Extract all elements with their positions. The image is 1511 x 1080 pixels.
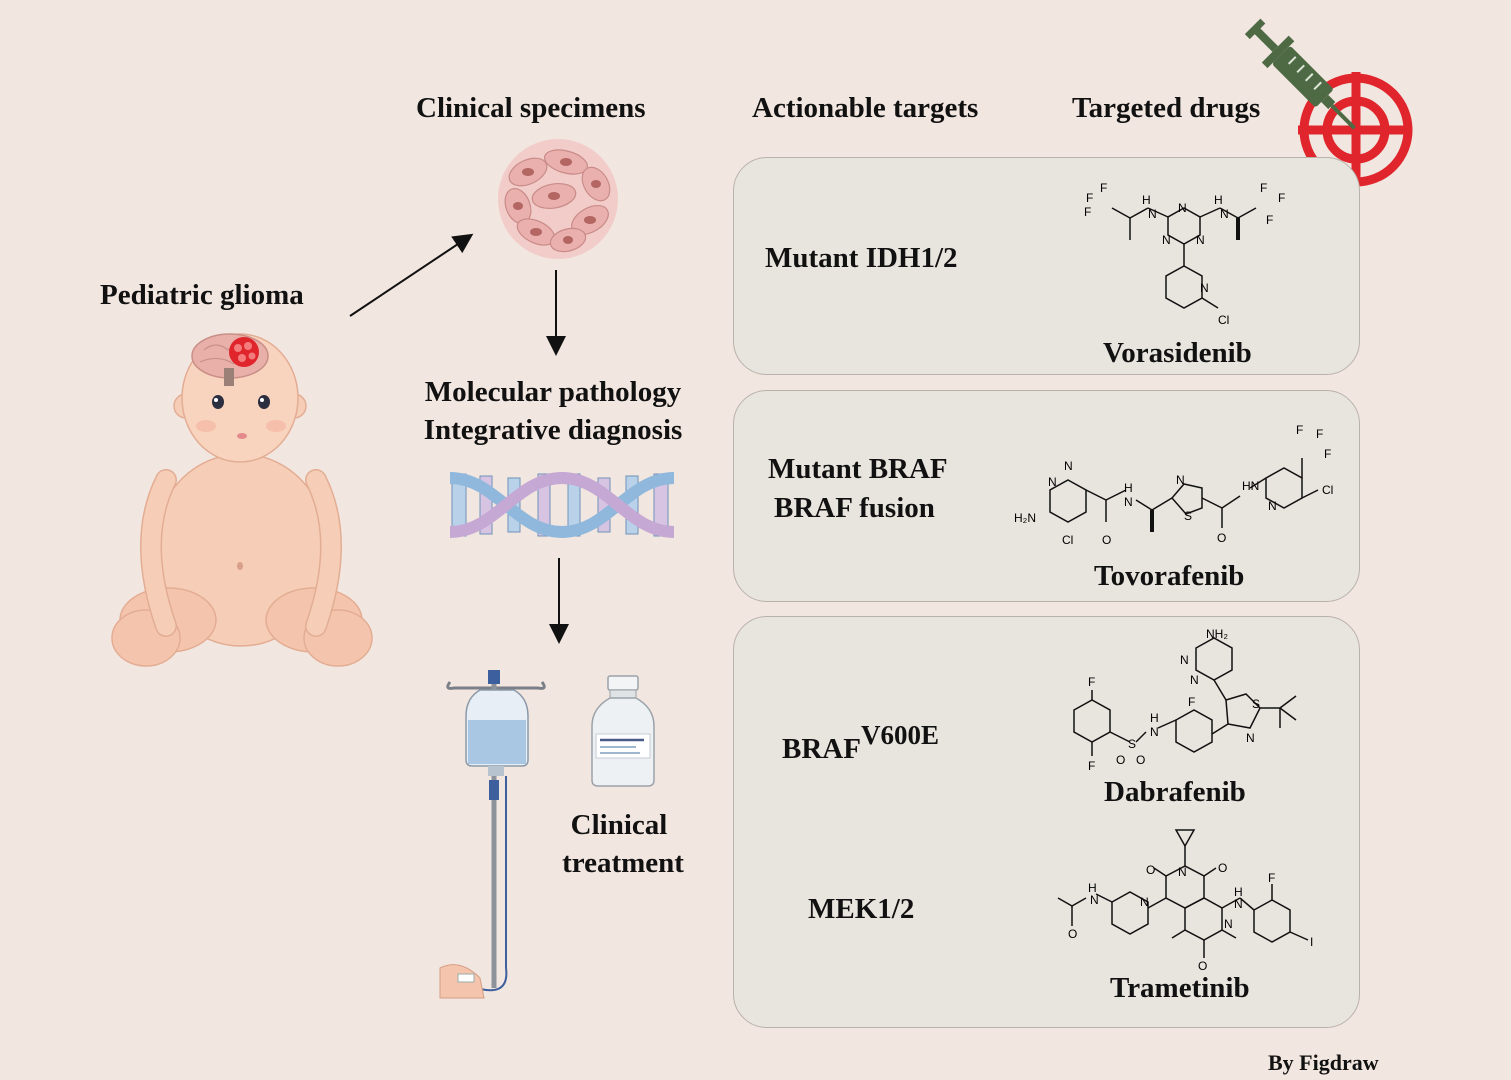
svg-text:H: H xyxy=(1124,481,1133,495)
panel-idh xyxy=(733,157,1360,375)
svg-text:H₂N: H₂N xyxy=(1014,511,1036,525)
svg-text:N: N xyxy=(1268,499,1277,513)
svg-text:F: F xyxy=(1296,423,1303,437)
svg-text:O: O xyxy=(1136,753,1145,767)
svg-text:F: F xyxy=(1324,447,1331,461)
svg-text:N: N xyxy=(1246,731,1255,745)
svg-text:O: O xyxy=(1146,863,1155,877)
svg-text:F: F xyxy=(1084,205,1091,219)
svg-text:H: H xyxy=(1234,885,1243,899)
header-actionable-targets: Actionable targets xyxy=(752,92,979,124)
svg-text:Cl: Cl xyxy=(1062,533,1073,547)
svg-text:F: F xyxy=(1260,181,1267,195)
pediatric-glioma-label: Pediatric glioma xyxy=(100,279,304,311)
svg-text:O: O xyxy=(1102,533,1111,547)
svg-text:F: F xyxy=(1268,871,1275,885)
drug-tovorafenib: Tovorafenib xyxy=(1094,560,1245,592)
svg-text:H: H xyxy=(1214,193,1223,207)
panel-braf xyxy=(733,390,1360,602)
svg-text:S: S xyxy=(1252,697,1260,711)
svg-text:F: F xyxy=(1088,675,1095,689)
svg-text:N: N xyxy=(1090,893,1099,907)
medicine-bottle-icon xyxy=(591,675,655,787)
svg-text:O: O xyxy=(1218,861,1227,875)
svg-text:H: H xyxy=(1142,193,1151,207)
svg-text:F: F xyxy=(1278,191,1285,205)
drug-vorasidenib: Vorasidenib xyxy=(1103,337,1252,369)
svg-text:F: F xyxy=(1188,695,1195,709)
panel-braf-v600e-mek xyxy=(733,616,1360,1028)
svg-text:H: H xyxy=(1088,881,1097,895)
svg-text:S: S xyxy=(1184,509,1192,523)
svg-text:NH₂: NH₂ xyxy=(1206,627,1228,641)
arrows xyxy=(349,233,569,644)
svg-text:N: N xyxy=(1048,475,1057,489)
clinical-treatment-label-line2: treatment xyxy=(562,847,684,879)
svg-text:N: N xyxy=(1148,207,1157,221)
svg-text:O: O xyxy=(1217,531,1226,545)
svg-text:Cl: Cl xyxy=(1218,313,1229,327)
arrow-glioma-to-specimens xyxy=(349,233,474,317)
svg-text:N: N xyxy=(1234,897,1243,911)
svg-text:S: S xyxy=(1128,737,1136,751)
svg-text:F: F xyxy=(1266,213,1273,227)
svg-text:HN: HN xyxy=(1242,479,1259,493)
svg-text:N: N xyxy=(1220,207,1229,221)
target-mutant-braf: Mutant BRAF xyxy=(768,453,948,485)
baby-icon xyxy=(111,333,373,667)
clinical-treatment-label-line1: Clinical xyxy=(570,809,668,841)
svg-text:O: O xyxy=(1116,753,1125,767)
target-braf-text: BRAF xyxy=(782,733,861,765)
drug-trametinib: Trametinib xyxy=(1110,972,1250,1004)
header-clinical-specimens: Clinical specimens xyxy=(416,92,646,124)
svg-text:F: F xyxy=(1100,181,1107,195)
svg-text:F: F xyxy=(1086,191,1093,205)
target-braf-fusion: BRAF fusion xyxy=(774,492,935,524)
target-mek: MEK1/2 xyxy=(808,893,915,925)
integrative-diagnosis-label: Integrative diagnosis xyxy=(423,414,683,446)
svg-text:O: O xyxy=(1198,959,1207,973)
svg-text:H: H xyxy=(1150,711,1159,725)
svg-text:N: N xyxy=(1180,653,1189,667)
cell-cluster-icon xyxy=(498,139,618,259)
iv-stand-icon xyxy=(439,670,546,999)
target-mutant-idh: Mutant IDH1/2 xyxy=(765,242,958,274)
svg-text:N: N xyxy=(1064,459,1073,473)
target-v600e-superscript: V600E xyxy=(860,720,939,750)
svg-text:F: F xyxy=(1088,759,1095,773)
dna-icon xyxy=(449,471,675,539)
credit-label: By Figdraw xyxy=(1268,1050,1379,1075)
svg-text:N: N xyxy=(1224,917,1233,931)
svg-text:N: N xyxy=(1176,473,1185,487)
svg-text:I: I xyxy=(1310,935,1313,949)
vorasidenib-structure: N N N HN HN FFF FFF N Cl xyxy=(1084,181,1285,327)
svg-text:N: N xyxy=(1196,233,1205,247)
drug-dabrafenib: Dabrafenib xyxy=(1104,776,1246,808)
svg-text:N: N xyxy=(1124,495,1133,509)
svg-text:Cl: Cl xyxy=(1322,483,1333,497)
svg-text:N: N xyxy=(1150,725,1159,739)
svg-text:N: N xyxy=(1140,895,1149,909)
header-targeted-drugs: Targeted drugs xyxy=(1072,92,1261,124)
svg-text:N: N xyxy=(1178,865,1187,879)
svg-text:N: N xyxy=(1178,201,1187,215)
target-braf-v600e: BRAFV600E xyxy=(782,716,939,768)
svg-text:N: N xyxy=(1162,233,1171,247)
svg-text:O: O xyxy=(1068,927,1077,941)
svg-text:N: N xyxy=(1190,673,1199,687)
molecular-pathology-label: Molecular pathology xyxy=(424,376,682,408)
syringe-target-icon xyxy=(1244,18,1413,187)
svg-text:N: N xyxy=(1200,281,1209,295)
svg-text:F: F xyxy=(1316,427,1323,441)
